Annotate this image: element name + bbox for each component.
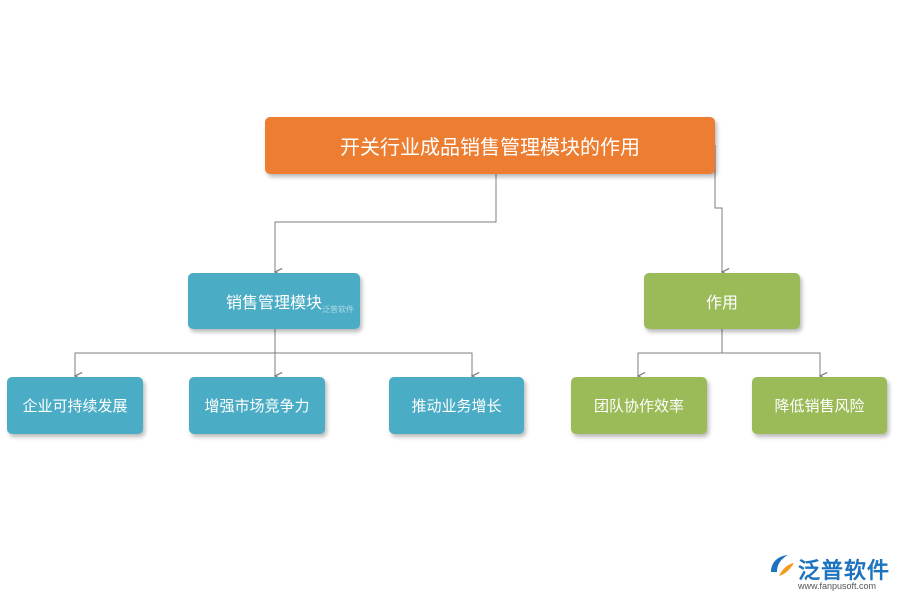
logo-name: 泛普软件 — [798, 559, 891, 584]
connector-root-to-effect — [714, 145, 722, 272]
connector-sales-to-sustainable — [75, 329, 276, 376]
watermark-text: 泛普软件 — [322, 305, 354, 314]
logo-icon — [771, 555, 794, 576]
connector-root-to-sales-module — [275, 174, 497, 272]
logo-url: www.fanpusoft.com — [798, 581, 877, 591]
sustainable-development-node: 企业可持续发展 — [7, 377, 143, 434]
teamwork-efficiency-node: 团队协作效率 — [571, 377, 707, 434]
connector-effect-to-risk — [722, 352, 820, 376]
company-logo: 泛普软件 www.fanpusoft.com — [768, 550, 892, 595]
connector-sales-to-growth — [275, 352, 472, 376]
connector-effect-to-teamwork — [638, 329, 723, 376]
competitiveness-node: 增强市场竞争力 — [189, 377, 325, 434]
business-growth-node: 推动业务增长 — [389, 377, 524, 434]
effect-node: 作用 — [644, 273, 800, 329]
sales-module-node: 销售管理模块 — [188, 273, 360, 329]
reduce-sales-risk-node: 降低销售风险 — [752, 377, 887, 434]
root-node: 开关行业成品销售管理模块的作用 — [265, 117, 715, 174]
